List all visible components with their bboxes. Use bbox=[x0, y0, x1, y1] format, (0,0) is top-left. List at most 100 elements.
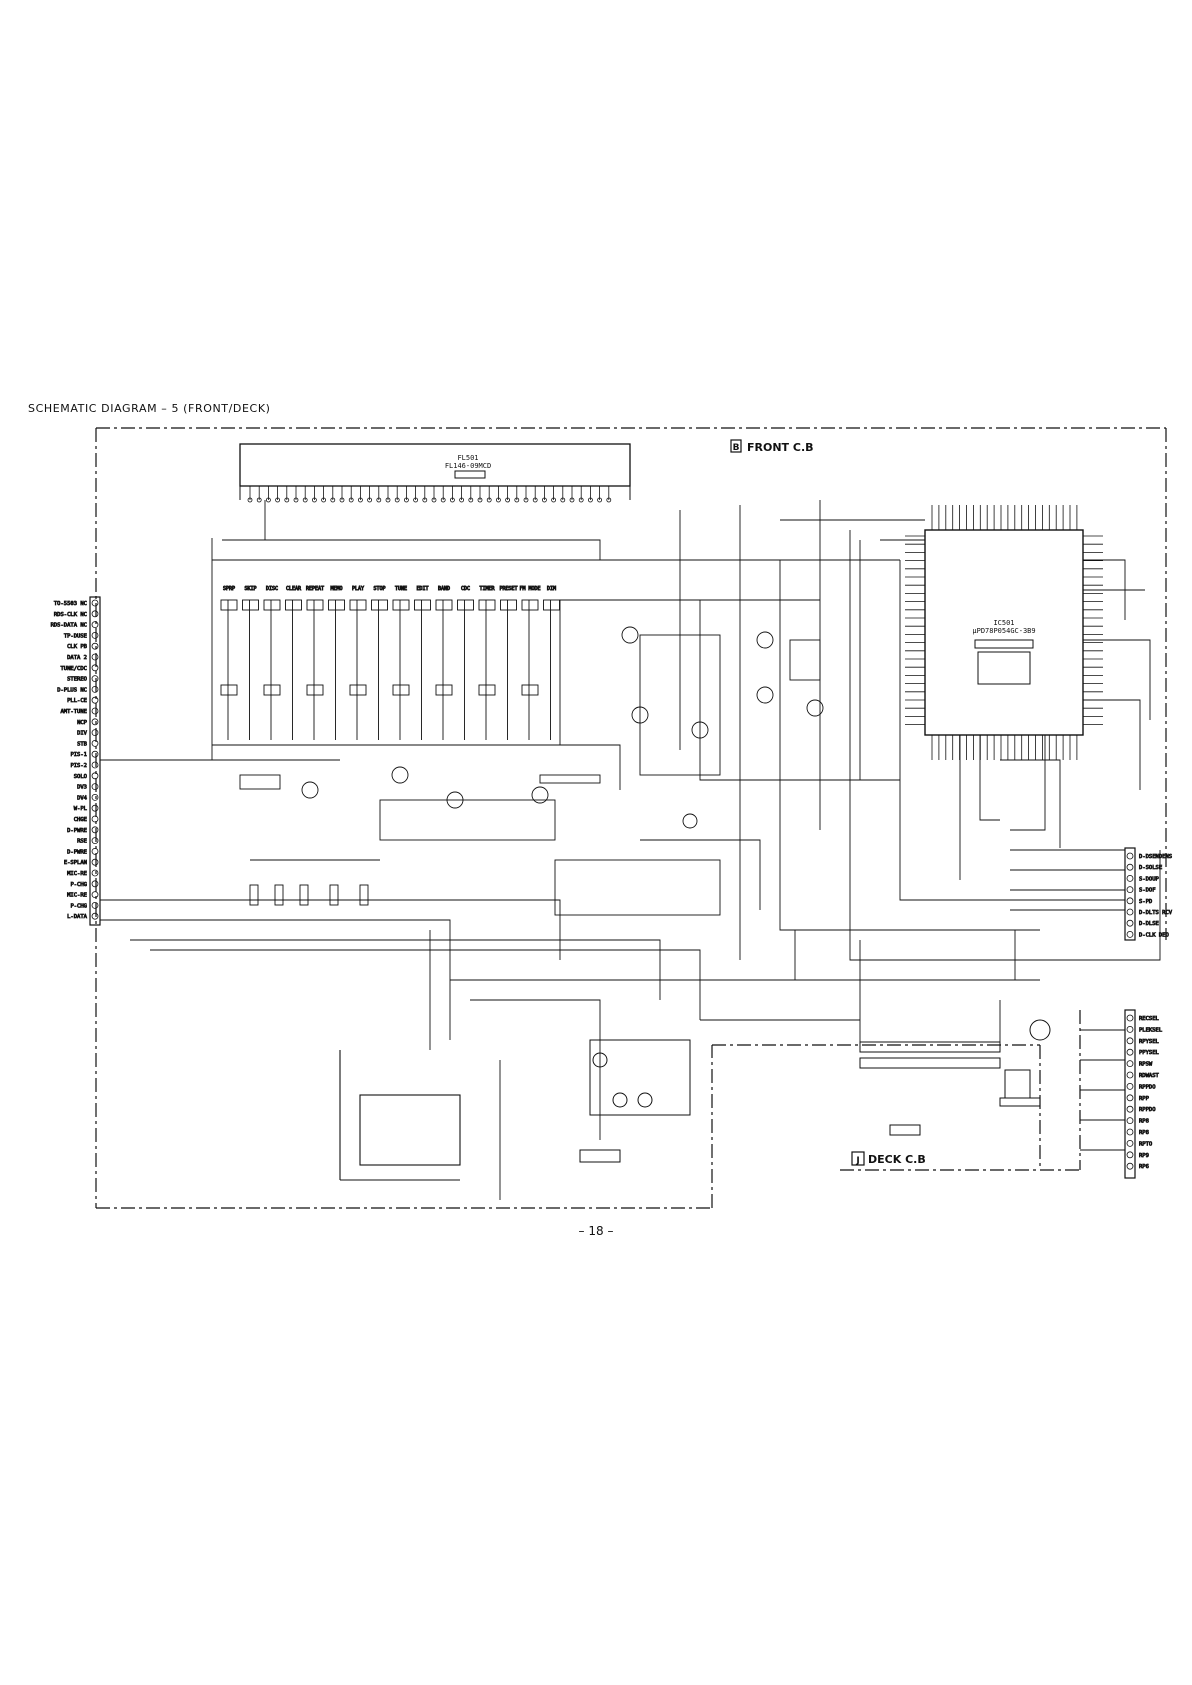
connector-pin-label: S-DOUP bbox=[1139, 876, 1160, 882]
fl-pin-node bbox=[275, 497, 281, 503]
bus-wiring bbox=[100, 500, 1161, 1200]
connector-pin bbox=[91, 848, 99, 855]
connector-pin-label: RP8 bbox=[1139, 1130, 1149, 1136]
connector-pin bbox=[91, 621, 99, 628]
key-switch bbox=[242, 599, 259, 611]
front-board-letter: B bbox=[733, 443, 740, 453]
fl-pin-node bbox=[560, 497, 566, 503]
key-label: BAND bbox=[438, 586, 450, 592]
deck-board-section bbox=[579, 1019, 1051, 1163]
connector-pin bbox=[91, 750, 99, 758]
page-title: SCHEMATIC DIAGRAM – 5 (FRONT/DECK) bbox=[28, 402, 271, 415]
connector-pin-label: DV4 bbox=[77, 795, 88, 801]
connector-pin bbox=[1126, 1162, 1134, 1170]
connector-pin bbox=[91, 804, 99, 812]
connector-pin bbox=[91, 772, 99, 780]
connector-pin bbox=[1126, 1105, 1134, 1113]
key-switch bbox=[521, 599, 539, 611]
key-label: SKIP bbox=[244, 586, 256, 592]
connector-pin bbox=[1126, 1060, 1134, 1067]
key-label: MEMO bbox=[330, 586, 342, 592]
connector-pin-label: D-DSENDENS bbox=[1139, 854, 1172, 860]
connector-pin bbox=[91, 815, 99, 823]
connector-pin-label: PIS-1 bbox=[70, 752, 87, 758]
key-label: TUNE bbox=[395, 586, 407, 592]
key-label: STOP bbox=[373, 586, 385, 592]
connector-pin bbox=[1126, 1048, 1134, 1056]
key-label: REPEAT bbox=[306, 586, 324, 592]
connector-pin bbox=[1126, 897, 1134, 905]
fl-pin-node bbox=[265, 497, 271, 503]
fl-pin-node bbox=[394, 497, 400, 503]
fl-pin-node bbox=[367, 497, 373, 503]
fl-tube-pins bbox=[247, 486, 612, 503]
connector-pin-label: PLEKSEL bbox=[1139, 1027, 1163, 1033]
connector-pin-label: RPP bbox=[1139, 1096, 1150, 1102]
connector-pin-label: CHGE bbox=[74, 817, 87, 823]
key-switch bbox=[414, 599, 431, 611]
connector-pin-label: P-CHG bbox=[70, 882, 87, 888]
connector-pin-label: E-SPLAN bbox=[64, 860, 87, 866]
connector-pin-label: DV3 bbox=[77, 785, 87, 791]
connector-pin bbox=[1126, 931, 1134, 938]
key-switch bbox=[392, 684, 410, 696]
key-switch bbox=[349, 599, 367, 611]
fl-pin-node bbox=[578, 497, 584, 503]
key-switch bbox=[371, 599, 388, 611]
connector-pin-label: D-DLTS RCV bbox=[1139, 910, 1173, 916]
connector-pin-label: D-PWRE bbox=[67, 849, 87, 855]
connector-pin-label: AMT-TUNE bbox=[61, 709, 88, 715]
connector-pin-label: L-DATA bbox=[67, 914, 88, 920]
fl-pin-node bbox=[551, 497, 556, 503]
connector-pin bbox=[1126, 1094, 1134, 1102]
fl-pin-node bbox=[284, 497, 290, 503]
front-board-name: FRONT C.B bbox=[747, 441, 814, 454]
connector-pin-label: RDWAST bbox=[1139, 1073, 1160, 1079]
connector-pin bbox=[91, 642, 99, 650]
fl-pin-node bbox=[376, 497, 382, 503]
key-switch bbox=[306, 684, 324, 696]
key-switch bbox=[306, 599, 324, 611]
transistor-circuits bbox=[239, 626, 1016, 981]
connector-pin-label: D-CLK DEO bbox=[1139, 932, 1169, 938]
fl-pin-node bbox=[385, 497, 391, 503]
connector-pin bbox=[91, 707, 99, 715]
ic501-part: µPD78P054GC-3B9 bbox=[972, 627, 1035, 635]
key-switch bbox=[220, 684, 238, 696]
ic501-microcontroller: IC501 µPD78P054GC-3B9 bbox=[905, 505, 1103, 760]
connector-pin bbox=[1126, 1128, 1134, 1136]
fl-pin-node bbox=[468, 497, 474, 503]
fl-tube-ref: FL501 bbox=[457, 454, 478, 462]
connector-pin bbox=[91, 599, 99, 607]
key-switch bbox=[435, 599, 453, 611]
connector-pin bbox=[91, 869, 99, 877]
fl-pin-node bbox=[293, 497, 299, 503]
fl-pin-node bbox=[495, 497, 501, 503]
fl-pin-node bbox=[542, 497, 547, 503]
connector-pin bbox=[1126, 863, 1134, 871]
fl-pin-node bbox=[486, 497, 492, 503]
connector-pin-label: RECSEL bbox=[1139, 1016, 1160, 1022]
key-label: DISC bbox=[266, 586, 278, 592]
connector-pin-label: NCP bbox=[77, 720, 88, 726]
key-label: PRESET bbox=[499, 586, 517, 592]
connector-pin bbox=[91, 729, 99, 736]
connector-pin-label: PIS-2 bbox=[70, 763, 87, 769]
fl-pin-node bbox=[311, 497, 317, 503]
key-label: CDC bbox=[461, 586, 470, 592]
fl-pin-node bbox=[459, 497, 465, 503]
connector-pin bbox=[1126, 1071, 1134, 1079]
connector-pin bbox=[1126, 1083, 1134, 1090]
connector-pin-label: D-SOLSE bbox=[1139, 865, 1162, 871]
fl-pin-node bbox=[532, 497, 538, 503]
connector-pin bbox=[91, 880, 99, 888]
connector-pin-label: PLL-CE bbox=[67, 698, 87, 704]
ic501-ref: IC501 bbox=[993, 619, 1014, 627]
key-label: PLAY bbox=[352, 586, 364, 592]
key-switch bbox=[500, 599, 517, 611]
fl-pin-node bbox=[449, 497, 455, 503]
fl-pin-node bbox=[422, 497, 428, 503]
